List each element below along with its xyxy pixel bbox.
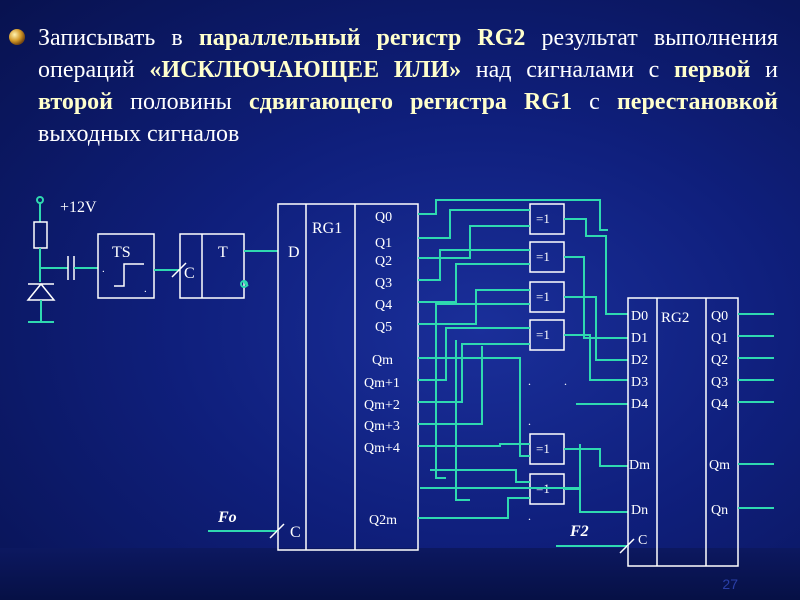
rg1-out-qm1: Qm+1 [364, 376, 400, 391]
svg-text:.: . [528, 414, 531, 428]
trigger-label: T [218, 244, 228, 261]
rg2-in-d0: D0 [631, 309, 648, 324]
highlight-first: первой [674, 57, 751, 83]
rg1-out-q2: Q2 [375, 254, 392, 269]
rg1-block [277, 203, 419, 551]
rg1-out-q0: Q0 [375, 210, 392, 225]
rg1-out-q5: Q5 [375, 320, 392, 335]
rg2-out-q0: Q0 [711, 309, 728, 324]
rg2-out-q1: Q1 [711, 331, 728, 346]
highlight-permutation: перестановкой [616, 89, 779, 115]
rg2-in-c: C [638, 533, 647, 548]
rg2-in-dm: Dm [629, 458, 650, 473]
slide-text: Записывать в параллельный регистр RG2 ре… [38, 25, 779, 147]
highlight-rg1: сдвигающего регистра RG1 [248, 89, 573, 115]
svg-text:.: . [144, 283, 147, 295]
rg2-output-wires [738, 313, 774, 509]
rg2-in-dn: Dn [631, 503, 648, 518]
bullet-icon [9, 29, 25, 45]
svg-text:.: . [564, 374, 567, 388]
trigger-c-label: C [184, 265, 195, 282]
rg1-out-q1: Q1 [375, 236, 392, 251]
rg1-label: RG1 [312, 220, 342, 237]
rg1-out-qm: Qm [372, 353, 393, 368]
rg1-to-xor-wires [418, 199, 608, 519]
highlight-second: второй [38, 89, 114, 115]
rg1-out-qm3: Qm+3 [364, 419, 400, 434]
power-circuit [26, 196, 98, 323]
rg2-in-d2: D2 [631, 353, 648, 368]
rg1-out-qm4: Qm+4 [364, 441, 400, 456]
svg-text:.: . [102, 263, 105, 275]
rg2-in-d3: D3 [631, 375, 648, 390]
rg2-block [627, 297, 739, 567]
signal-f2: F2 [569, 523, 589, 540]
rg1-out-q4: Q4 [375, 298, 392, 313]
ts-label: TS [112, 244, 131, 261]
t-trigger-block [179, 233, 245, 299]
rg1-out-qm2: Qm+2 [364, 398, 400, 413]
xor-gate-3-label: =1 [536, 289, 550, 304]
xor-gate-2-label: =1 [536, 249, 550, 264]
xor-to-rg2-wires [420, 218, 628, 513]
xor-gate-1-label: =1 [536, 211, 550, 226]
page-number: 27 [722, 576, 738, 592]
rg2-in-d4: D4 [631, 397, 648, 412]
rg2-out-q4: Q4 [711, 397, 728, 412]
slide-floor [0, 548, 800, 600]
rg1-out-q3: Q3 [375, 276, 392, 291]
rg1-out-q2m: Q2m [369, 513, 397, 528]
ts-block: . . [97, 233, 155, 299]
xor-gate-5-label: =1 [536, 441, 550, 456]
supply-label: +12V [60, 199, 97, 216]
rg2-out-q3: Q3 [711, 375, 728, 390]
rg1-input-d: D [288, 244, 300, 261]
rg2-out-q2: Q2 [711, 353, 728, 368]
rg2-in-d1: D1 [631, 331, 648, 346]
svg-text:.: . [528, 509, 531, 523]
signal-f0: Fo [217, 509, 237, 526]
highlight-xor: «ИСКЛЮЧАЮЩЕЕ ИЛИ» [149, 57, 462, 83]
rg2-label: RG2 [661, 310, 689, 326]
highlight-rg2: параллельный регистр RG2 [198, 25, 526, 51]
xor-gate-4-label: =1 [536, 327, 550, 342]
rg2-out-qm: Qm [709, 458, 730, 473]
svg-text:.: . [528, 374, 531, 388]
rg2-out-qn: Qn [711, 503, 728, 518]
rg1-input-c: C [290, 524, 301, 541]
